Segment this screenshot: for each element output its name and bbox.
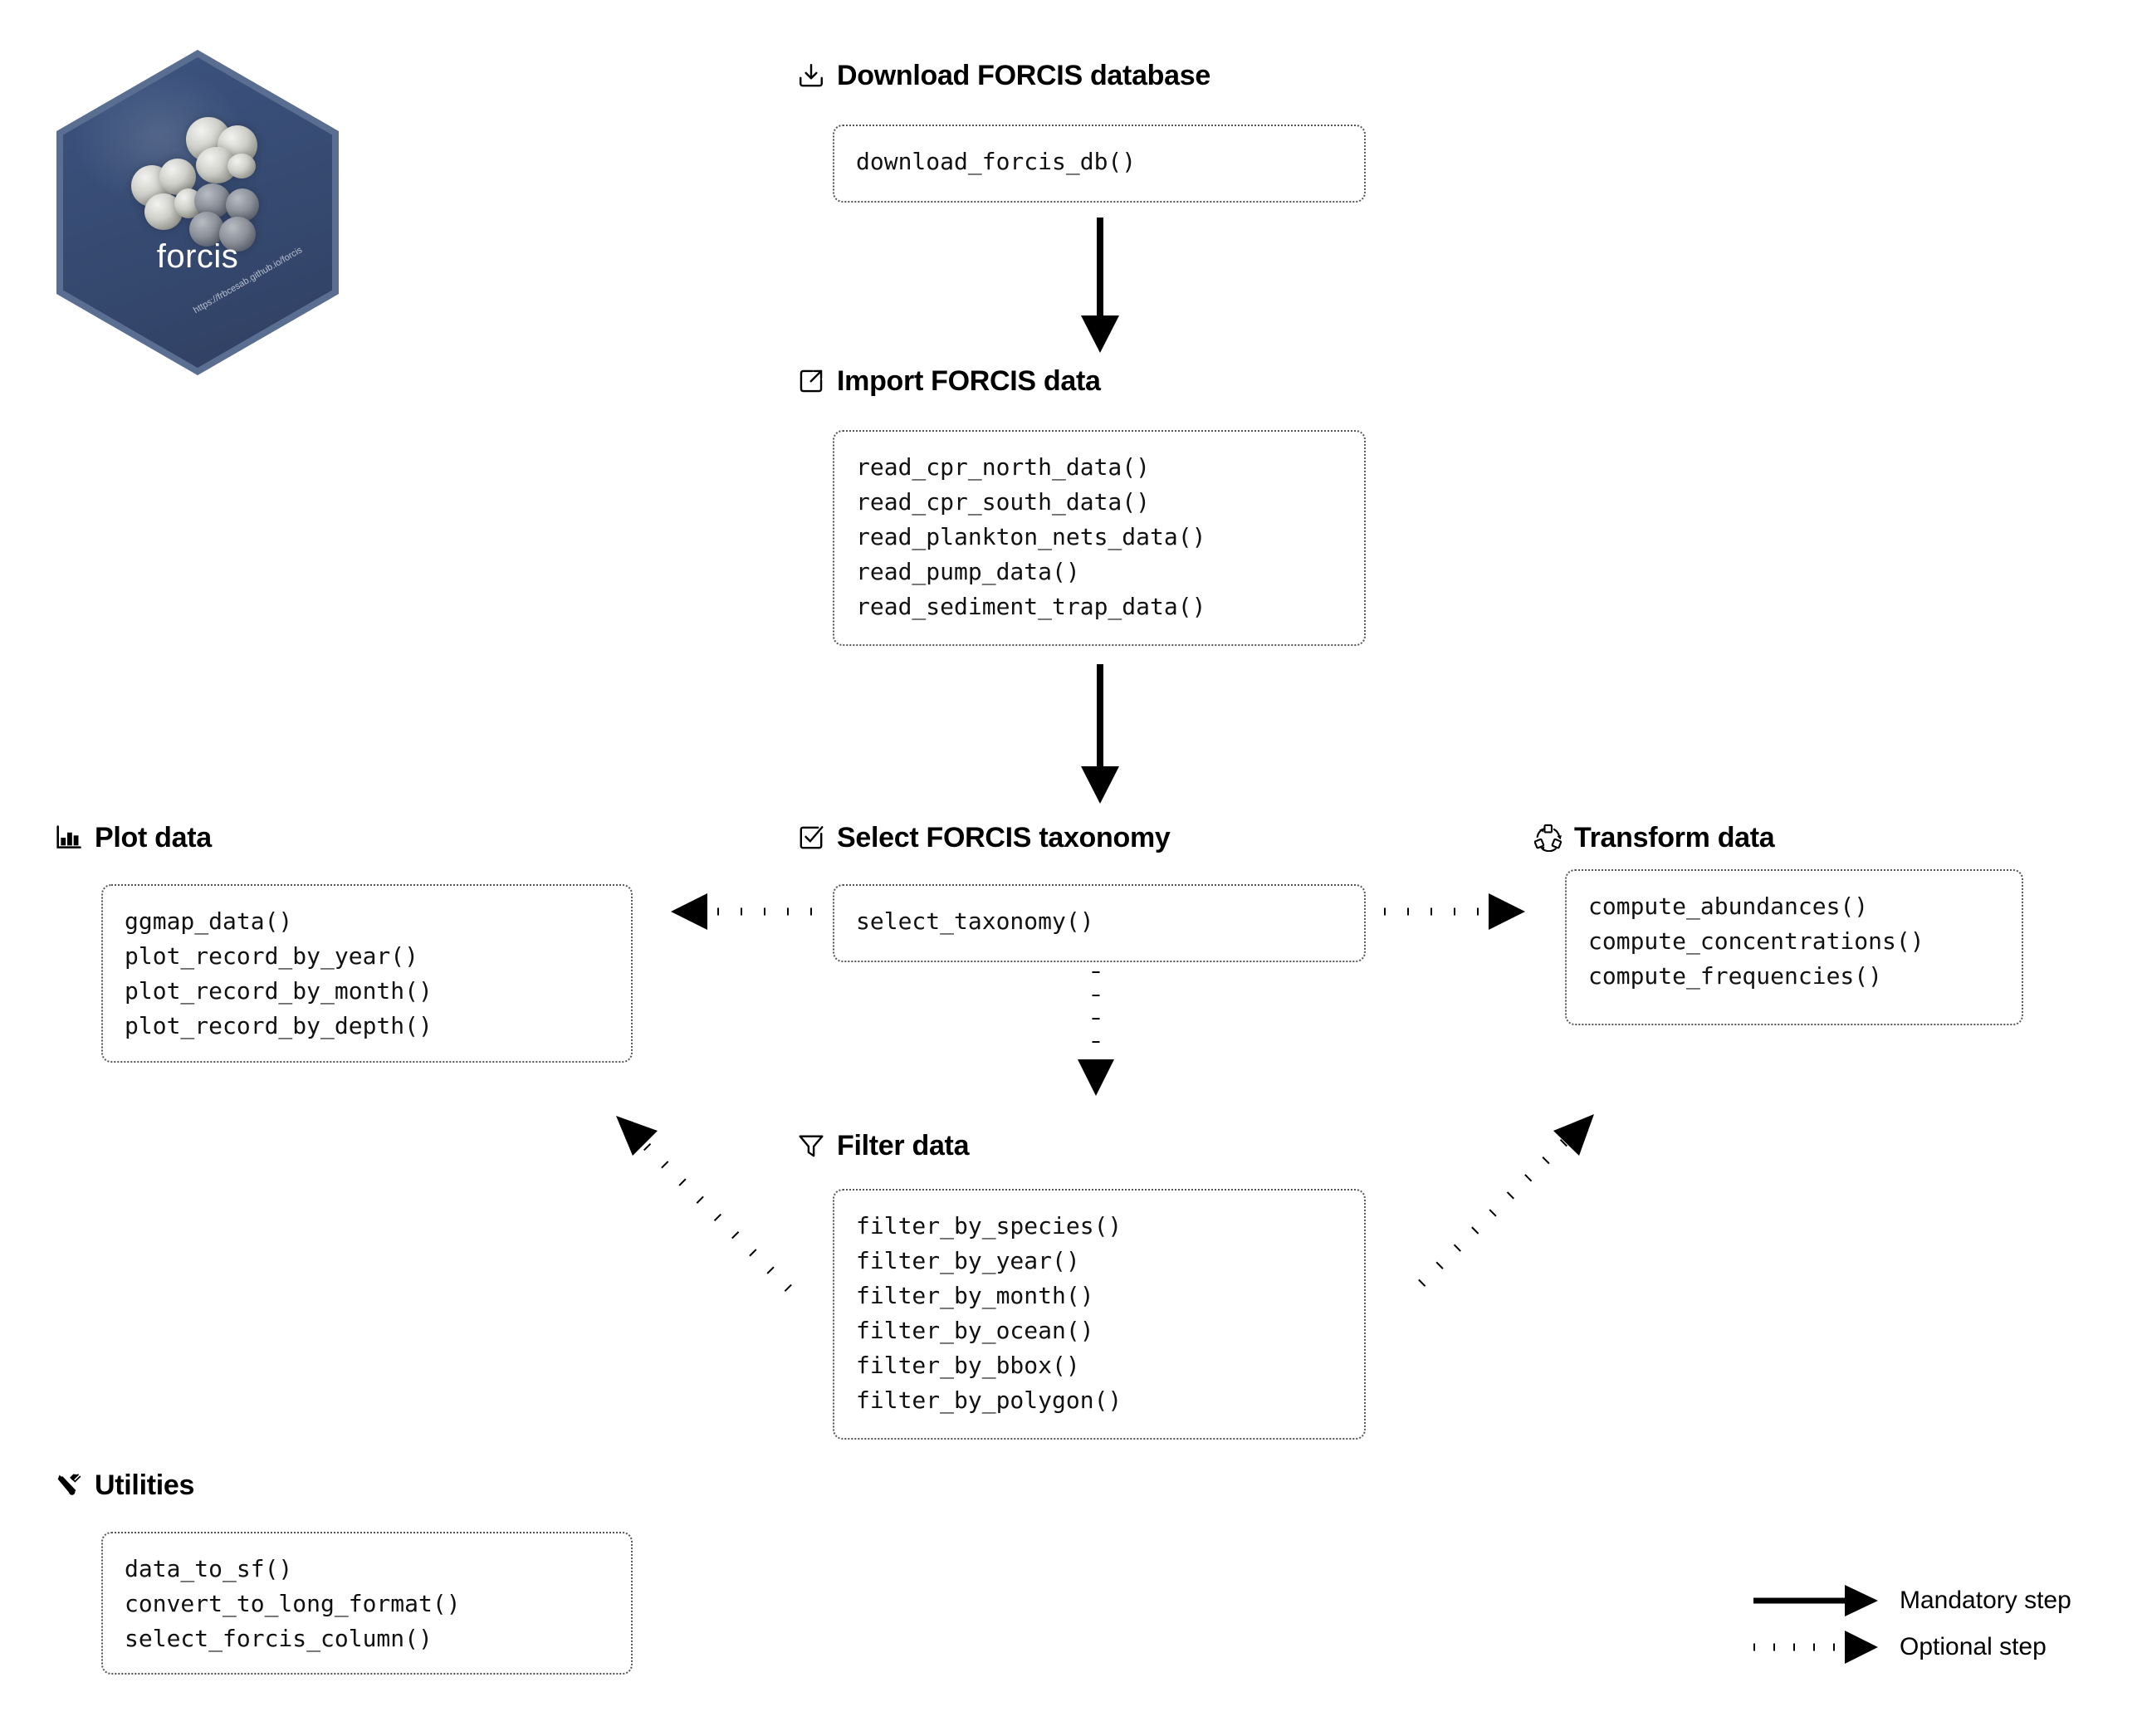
code-line: filter_by_month() [856, 1282, 1094, 1309]
code-line: read_plankton_nets_data() [856, 523, 1206, 550]
code-line: filter_by_polygon() [856, 1386, 1122, 1414]
legend-row-mandatory: Mandatory step [1752, 1577, 2117, 1624]
download-box-icon [800, 64, 823, 87]
legend-label-mandatory: Mandatory step [1900, 1587, 2071, 1614]
code-box-plot: ggmap_data() plot_record_by_year() plot_… [101, 884, 633, 1063]
code-line: compute_concentrations() [1588, 927, 1924, 955]
funnel-icon [799, 1135, 824, 1157]
arrow-taxonomy-to-plot [671, 893, 812, 930]
code-line: read_cpr_north_data() [856, 453, 1151, 481]
section-title-taxonomy: Select FORCIS taxonomy [837, 822, 1171, 853]
code-line: plot_record_by_month() [125, 977, 433, 1005]
section-title-utilities: Utilities [95, 1469, 195, 1501]
section-heading-download: Download FORCIS database [797, 61, 1210, 90]
hex-inner-fill: forcis https://frbcesab.github.io/forcis [63, 57, 332, 368]
section-title-import: Import FORCIS data [837, 365, 1101, 397]
section-heading-plot: Plot data [55, 824, 212, 852]
code-line: download_forcis_db() [856, 148, 1137, 175]
code-line: ggmap_data() [125, 907, 293, 935]
code-line: filter_by_ocean() [856, 1317, 1094, 1344]
section-title-plot: Plot data [95, 822, 212, 853]
code-line: plot_record_by_year() [125, 942, 419, 970]
code-line: select_taxonomy() [856, 907, 1094, 935]
section-title-filter: Filter data [837, 1130, 970, 1161]
code-box-download: download_forcis_db() [833, 125, 1366, 203]
code-line: read_sediment_trap_data() [856, 593, 1206, 620]
code-line: convert_to_long_format() [125, 1590, 461, 1617]
section-title-download: Download FORCIS database [837, 60, 1210, 91]
arrow-taxonomy-to-filter [1078, 971, 1114, 1096]
code-line: filter_by_year() [856, 1247, 1080, 1274]
arrow-taxonomy-to-transform [1384, 893, 1525, 930]
code-box-filter: filter_by_species() filter_by_year() fil… [833, 1189, 1366, 1440]
section-heading-taxonomy: Select FORCIS taxonomy [797, 824, 1171, 852]
tools-icon [57, 1474, 81, 1495]
arrow-filter-to-plot [616, 1116, 792, 1292]
section-heading-transform: Transform data [1534, 822, 1775, 853]
section-heading-utilities: Utilities [55, 1471, 194, 1499]
section-heading-filter: Filter data [797, 1132, 969, 1160]
code-box-transform: compute_abundances() compute_concentrati… [1565, 869, 2023, 1025]
code-line: filter_by_species() [856, 1212, 1122, 1240]
code-line: filter_by_bbox() [856, 1352, 1080, 1379]
code-line: data_to_sf() [125, 1555, 293, 1582]
legend-row-optional: Optional step [1752, 1624, 2117, 1670]
section-heading-import: Import FORCIS data [797, 367, 1101, 395]
legend: Mandatory step Optional step [1752, 1577, 2117, 1670]
code-line: plot_record_by_depth() [125, 1012, 433, 1039]
code-line: read_cpr_south_data() [856, 488, 1151, 516]
arrow-download-to-import [1081, 218, 1119, 353]
arrow-filter-to-transform [1418, 1114, 1594, 1287]
bar-chart-icon [56, 825, 81, 848]
code-box-import: read_cpr_north_data() read_cpr_south_dat… [833, 430, 1366, 646]
section-title-transform: Transform data [1574, 822, 1775, 853]
forcis-hex-logo: forcis https://frbcesab.github.io/forcis [56, 50, 339, 375]
code-line: compute_abundances() [1588, 892, 1869, 920]
transform-cycle-icon [1534, 824, 1562, 852]
code-box-utilities: data_to_sf() convert_to_long_format() se… [101, 1532, 633, 1675]
import-box-arrow-icon [800, 369, 823, 393]
hex-logo-label: forcis [156, 238, 239, 275]
code-line: read_pump_data() [856, 558, 1080, 585]
arrow-import-to-taxonomy [1081, 664, 1119, 804]
code-box-taxonomy: select_taxonomy() [833, 884, 1366, 962]
code-line: select_forcis_column() [125, 1625, 433, 1652]
optional-arrow-icon [1753, 1631, 1878, 1664]
code-line: compute_frequencies() [1588, 962, 1883, 990]
legend-label-optional: Optional step [1900, 1633, 2047, 1660]
checkbox-checked-icon [800, 826, 824, 849]
mandatory-arrow-icon [1753, 1585, 1878, 1616]
